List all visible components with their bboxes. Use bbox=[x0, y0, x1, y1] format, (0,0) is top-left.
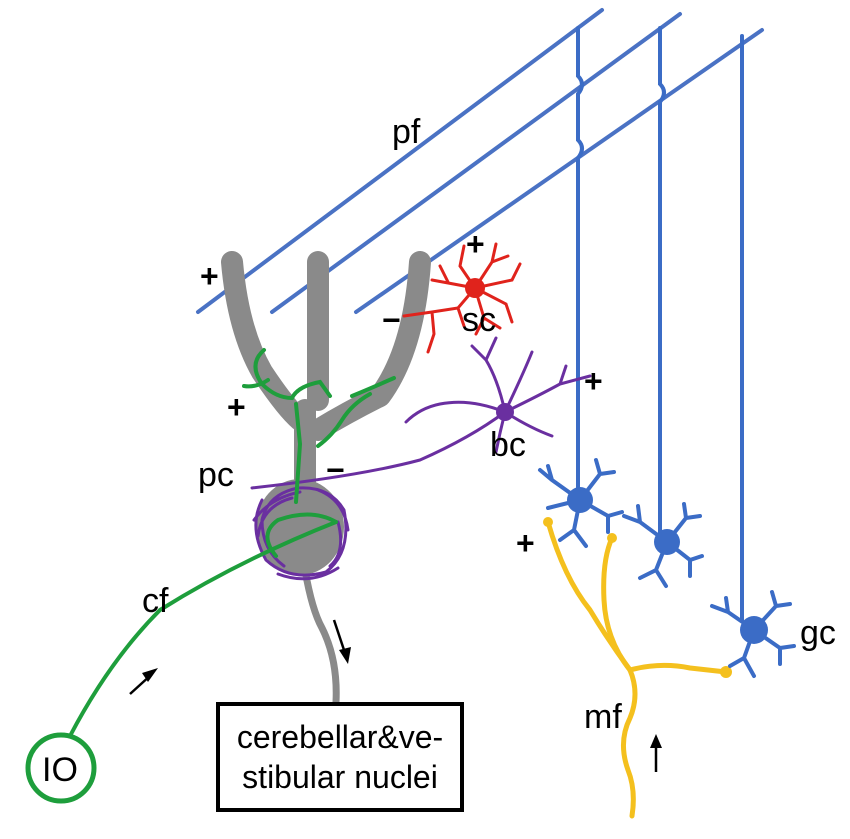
nuclei-label-line2: stibular nuclei bbox=[242, 759, 438, 795]
label-io: IO bbox=[42, 751, 78, 789]
mossy-fiber bbox=[543, 517, 732, 819]
purkinje-dendrite-left bbox=[221, 251, 311, 431]
label-sc: sc bbox=[462, 301, 496, 339]
sign-minus-sc: − bbox=[382, 302, 401, 338]
label-mf: mf bbox=[584, 698, 622, 736]
sign-minus-bc: − bbox=[326, 452, 345, 488]
climbing-fiber bbox=[25, 348, 396, 804]
purkinje-dendrite-right bbox=[307, 251, 431, 441]
stellate-cell bbox=[402, 242, 522, 354]
cerebellar-vestibular-nuclei-box: cerebellar&ve- stibular nuclei bbox=[216, 702, 464, 812]
granule-axon-2 bbox=[658, 26, 666, 537]
granule-axon-1 bbox=[576, 26, 584, 492]
sign-plus-pc-top: + bbox=[200, 258, 219, 294]
sign-plus-bc: + bbox=[584, 363, 603, 399]
arrow-down-icon bbox=[332, 619, 351, 664]
purkinje-cell bbox=[221, 251, 431, 706]
granule-cells bbox=[538, 458, 796, 678]
sign-plus-cf: + bbox=[227, 389, 246, 425]
label-bc: bc bbox=[490, 426, 526, 464]
arrow-up-mossy-icon bbox=[650, 734, 662, 772]
climbing-fiber-axon bbox=[68, 520, 338, 738]
inferior-olive bbox=[25, 732, 97, 804]
granule-axons bbox=[576, 26, 744, 622]
granule-cell-1 bbox=[538, 458, 624, 548]
label-cf: cf bbox=[142, 582, 169, 620]
mossy-rosette-3 bbox=[720, 666, 732, 678]
basket-cell-axon bbox=[250, 410, 507, 490]
label-gc: gc bbox=[800, 614, 836, 652]
basket-cell-pericellular bbox=[252, 486, 350, 581]
basket-cell bbox=[250, 336, 592, 581]
granule-cell-2 bbox=[622, 502, 704, 588]
parallel-fibers bbox=[196, 8, 764, 314]
mossy-fiber-axon bbox=[621, 667, 638, 819]
arrow-up-icon bbox=[129, 668, 158, 695]
nuclei-label-line1: cerebellar&ve- bbox=[236, 719, 444, 755]
granule-cell-3 bbox=[710, 590, 796, 678]
label-pc: pc bbox=[198, 456, 234, 494]
parallel-fiber-2 bbox=[270, 12, 682, 314]
purkinje-axon bbox=[301, 566, 340, 706]
sign-plus-sc: + bbox=[466, 226, 485, 262]
mossy-rosette-1 bbox=[543, 517, 553, 527]
stellate-cell-soma bbox=[465, 278, 485, 298]
mossy-rosette-2 bbox=[607, 533, 617, 543]
basket-cell-soma bbox=[496, 403, 514, 421]
parallel-fiber-1 bbox=[196, 8, 604, 314]
label-pf: pf bbox=[392, 113, 421, 151]
sign-plus-mf: + bbox=[516, 525, 535, 561]
